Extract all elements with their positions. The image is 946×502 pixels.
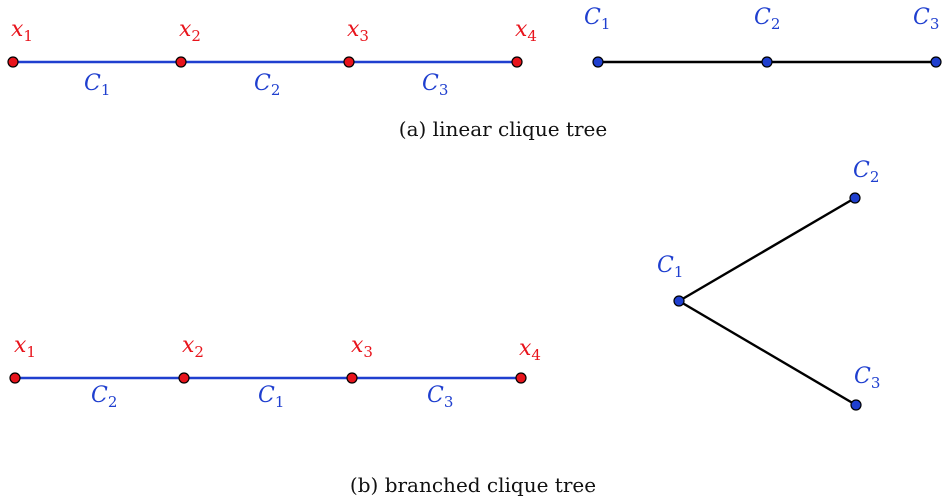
panel-b: x1 x2 x3 x4 C2 C1 C3 C1 C2 C3 (b) branch… [9, 158, 880, 497]
panel-a-point-4 [511, 56, 523, 68]
panel-b-point-3 [346, 372, 358, 384]
panel-a-tree-node-c1 [592, 56, 604, 68]
panel-b-interval-diagram: x1 x2 x3 x4 C2 C1 C3 [9, 333, 541, 411]
panel-b-point-label-3: x3 [351, 333, 373, 361]
panel-b-tree-node-c2 [849, 192, 861, 204]
panel-a-clique-tree: C1 C2 C3 [584, 5, 942, 68]
panel-a-point-label-3: x3 [347, 17, 369, 45]
panel-a-tree-node-c3 [930, 56, 942, 68]
panel-a-caption: (a) linear clique tree [399, 117, 607, 141]
panel-a-tree-node-c2 [761, 56, 773, 68]
panel-a-interval-diagram: x1 x2 x3 x4 C1 C2 C3 [7, 17, 537, 99]
panel-b-point-label-2: x2 [182, 333, 204, 361]
panel-a-point-3 [343, 56, 355, 68]
panel-b-tree-edge-c1-c2 [678, 196, 856, 303]
panel-b-tree-node-c1 [673, 295, 685, 307]
panel-a-point-label-1: x1 [11, 17, 33, 45]
panel-a-point-1 [7, 56, 19, 68]
panel-a-point-label-2: x2 [179, 17, 201, 45]
panel-a-interval-label-1: C1 [84, 71, 110, 99]
panel-b-point-label-1: x1 [14, 333, 36, 361]
panel-b-tree-node-label-c1: C1 [657, 253, 683, 281]
panel-a-interval-label-2: C2 [254, 71, 280, 99]
panel-b-interval-label-1: C2 [91, 383, 117, 411]
panel-a: x1 x2 x3 x4 C1 C2 C3 C1 C2 C3 (a) linear… [7, 5, 942, 141]
panel-b-tree-node-label-c3: C3 [854, 364, 880, 392]
panel-b-point-1 [9, 372, 21, 384]
panel-b-point-label-4: x4 [519, 336, 541, 364]
panel-b-interval-label-2: C1 [258, 383, 284, 411]
panel-b-tree-node-c3 [850, 399, 862, 411]
panel-a-point-label-4: x4 [515, 17, 537, 45]
panel-a-tree-node-label-c2: C2 [754, 5, 780, 33]
panel-b-point-2 [178, 372, 190, 384]
panel-b-clique-tree: C1 C2 C3 [657, 158, 880, 411]
panel-a-tree-node-label-c1: C1 [584, 5, 610, 33]
panel-b-interval-label-3: C3 [427, 383, 453, 411]
panel-a-tree-node-label-c3: C3 [913, 5, 939, 33]
panel-b-caption: (b) branched clique tree [350, 473, 596, 497]
panel-b-point-4 [515, 372, 527, 384]
panel-a-point-2 [175, 56, 187, 68]
panel-a-interval-label-3: C3 [422, 71, 448, 99]
panel-b-tree-edge-c1-c3 [678, 299, 857, 407]
panel-b-tree-node-label-c2: C2 [853, 158, 879, 186]
